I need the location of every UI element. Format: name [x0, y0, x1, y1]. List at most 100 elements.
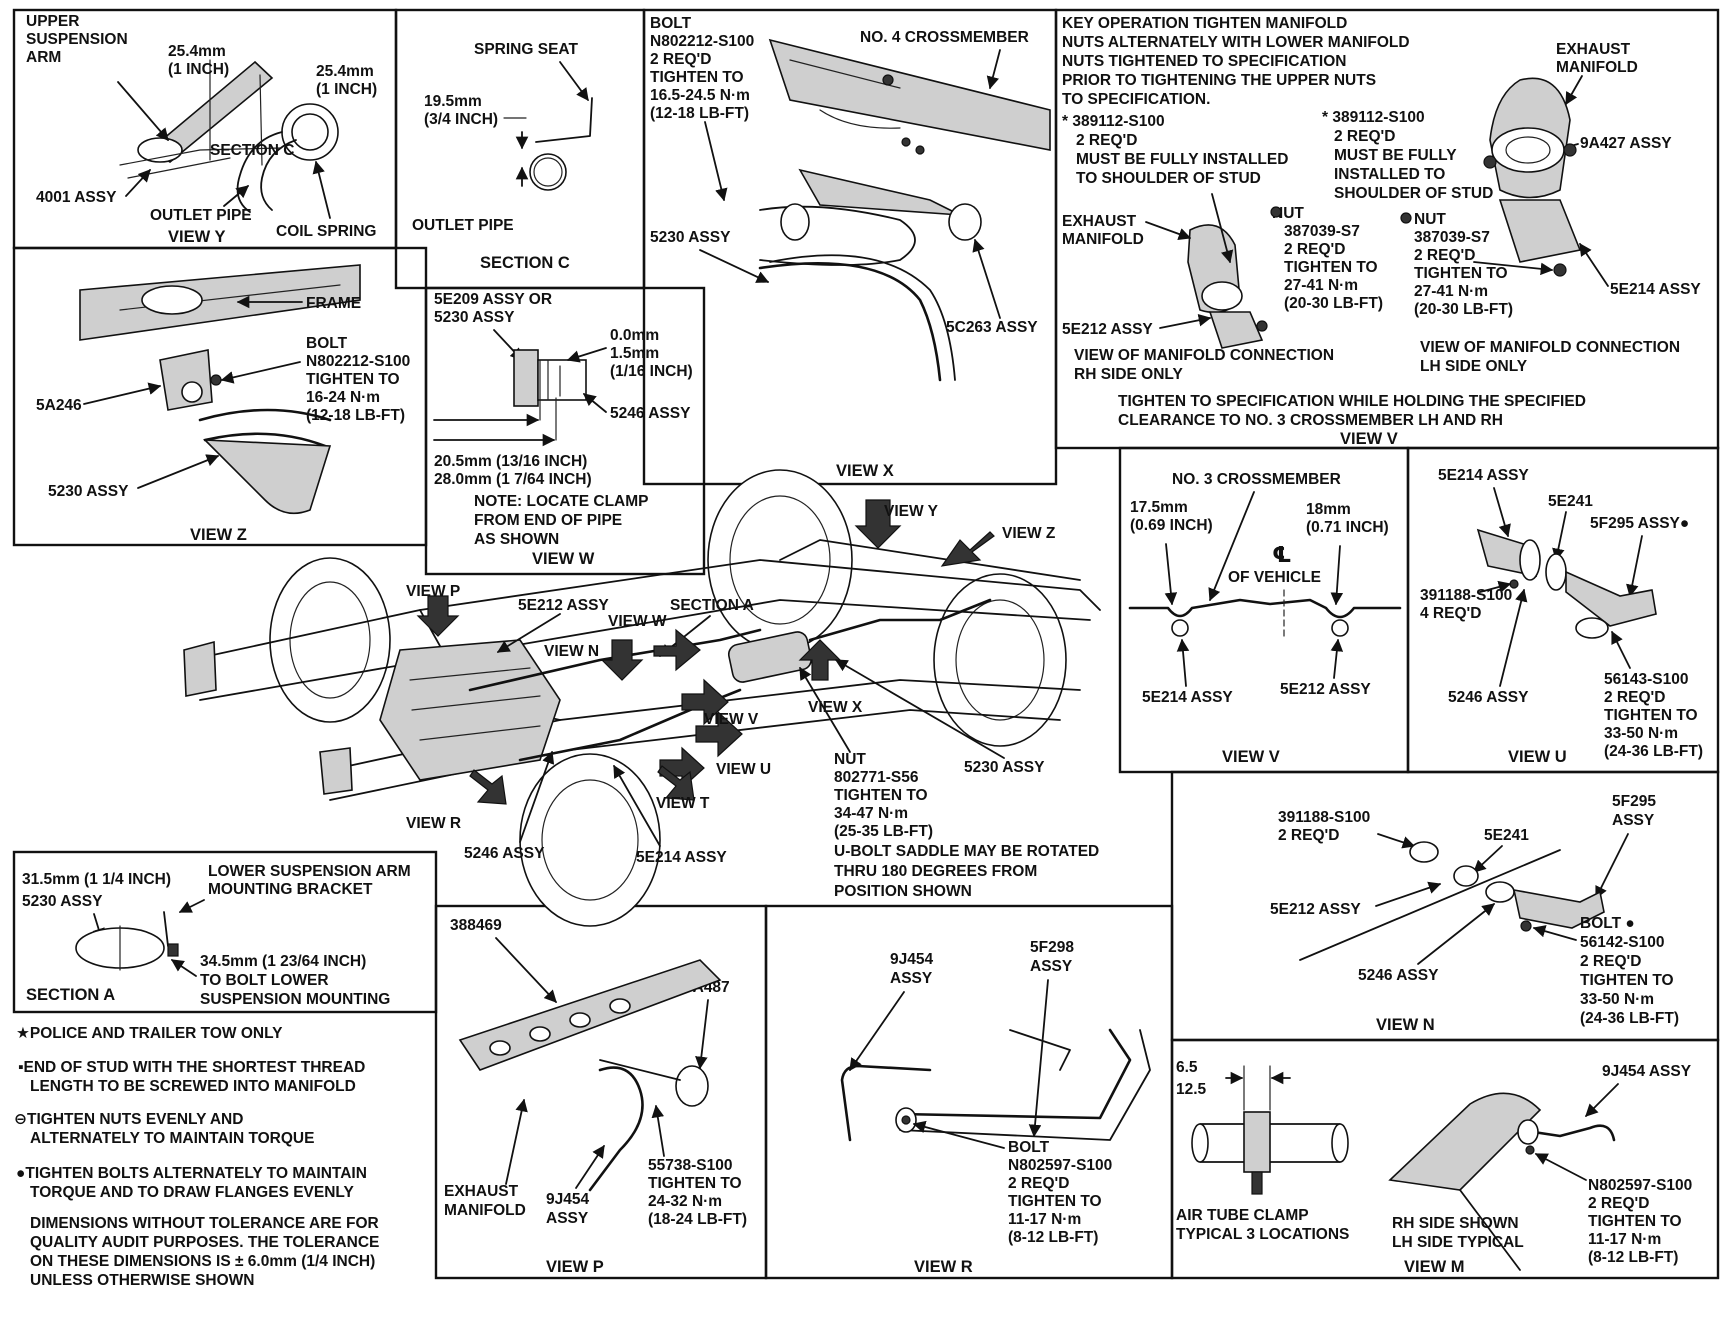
muffler-end — [780, 203, 810, 241]
leader-dim-bottom — [170, 959, 197, 977]
lh-nut — [1483, 155, 1497, 169]
flange-2 — [1485, 881, 1515, 903]
muffler-body — [759, 205, 916, 266]
view-x-title: VIEW X — [836, 462, 894, 480]
clamp-band — [1243, 1111, 1271, 1173]
bolt — [1525, 1145, 1535, 1155]
part-5230-label: 5230 ASSY — [650, 229, 731, 246]
muffler — [727, 631, 813, 683]
port-3 — [569, 1012, 591, 1028]
leader-5230 — [699, 249, 770, 283]
view-n-label: VIEW N — [544, 643, 599, 660]
leader-5e214 — [1579, 242, 1609, 287]
wheel-left-front — [269, 557, 391, 723]
view-v-arrow-2 — [695, 710, 743, 758]
leader-5e212 — [1375, 881, 1442, 907]
leader-bolt — [1611, 630, 1631, 669]
nut-symbol-left — [1270, 206, 1282, 218]
bolt-hole-3 — [882, 74, 894, 86]
dim-label: 19.5mm(3/4 INCH) — [424, 93, 498, 128]
view-p-artwork — [458, 959, 722, 1192]
pipe-lower-2 — [899, 1029, 1151, 1141]
bolt-1 — [1520, 920, 1532, 932]
leader-5f298 — [1028, 979, 1049, 1138]
wheel-right-front-inner — [955, 599, 1045, 721]
front-bracket-left — [183, 640, 217, 697]
view-u-title: VIEW U — [1508, 748, 1567, 766]
flange — [1517, 1119, 1539, 1145]
converter-bracket — [1512, 888, 1605, 929]
flange-1 — [1409, 841, 1439, 863]
dim-left-label: 25.4mm(1 INCH) — [168, 43, 229, 78]
leader-5e214 — [613, 764, 661, 847]
part-5e212-label: 5E212 ASSY — [1270, 901, 1361, 918]
view-y-artwork — [119, 59, 339, 213]
rh-pipe — [1208, 311, 1264, 349]
leader-bolt — [704, 121, 728, 202]
leader-bolt — [220, 361, 301, 384]
air-tube-2 — [599, 1059, 681, 1081]
leader-5e214 — [1176, 638, 1190, 687]
wheel-left-rear-inner — [541, 779, 639, 901]
view-v-small-title: VIEW V — [1222, 748, 1280, 766]
leader-5246 — [519, 750, 555, 843]
crossmember-drawing — [768, 38, 1051, 151]
leader-manifold-right — [1565, 75, 1583, 106]
part-5230-label: 5230 ASSY — [48, 483, 129, 500]
outlet-pipe-section-inner — [533, 157, 563, 187]
view-r-artwork — [840, 1028, 1151, 1142]
view-n-arrow — [600, 639, 644, 681]
leader-5246 — [1499, 588, 1528, 687]
pipe-end — [513, 349, 539, 407]
clearance-note: TIGHTEN TO SPECIFICATION WHILE HOLDING T… — [1118, 393, 1586, 429]
pipe-rh-section — [1331, 619, 1349, 637]
view-r-label: VIEW R — [406, 815, 461, 832]
part-5246-label: 5246 ASSY — [464, 845, 545, 862]
pipe-edge — [1459, 1189, 1521, 1271]
leader-bolt — [651, 1104, 665, 1157]
dim-right-label: 18mm(0.71 INCH) — [1306, 501, 1389, 536]
crossmember-profile — [1128, 598, 1402, 619]
leader-5e212 — [1330, 638, 1344, 679]
pipe-upper — [198, 408, 332, 448]
leader-5f295 — [1626, 535, 1643, 598]
legend-police: ★POLICE AND TRAILER TOW ONLY — [16, 1025, 283, 1042]
bolt-hole-2 — [901, 137, 911, 147]
part-9j454-label: 9J454 ASSY — [1602, 1063, 1692, 1080]
coil-spring-inner — [291, 113, 329, 151]
flange-1 — [1519, 539, 1541, 581]
leader-5230 — [137, 454, 220, 489]
view-v-top-title: VIEW V — [1340, 430, 1398, 448]
dimension-line-2 — [259, 74, 263, 166]
part-5e214-label: 5E214 ASSY — [636, 849, 727, 866]
leader-5c263 — [972, 238, 1001, 319]
section-a-label: SECTION A — [670, 597, 754, 614]
view-r-arrow — [469, 769, 507, 805]
lh-pipe — [1498, 199, 1582, 263]
dim-top-label: 31.5mm (1 1/4 INCH) — [22, 871, 171, 888]
leader-9a487 — [695, 999, 709, 1070]
leader-9j454 — [1585, 1083, 1619, 1117]
air-tube — [1518, 1124, 1616, 1142]
bolt-head — [210, 374, 222, 386]
leader-391188 — [1479, 580, 1512, 594]
view-u-label: VIEW U — [716, 761, 771, 778]
outlet-pipe-section — [529, 153, 567, 191]
air-tube — [588, 1066, 644, 1192]
rh-manifold-artwork — [1187, 224, 1268, 349]
port-4 — [609, 998, 631, 1014]
